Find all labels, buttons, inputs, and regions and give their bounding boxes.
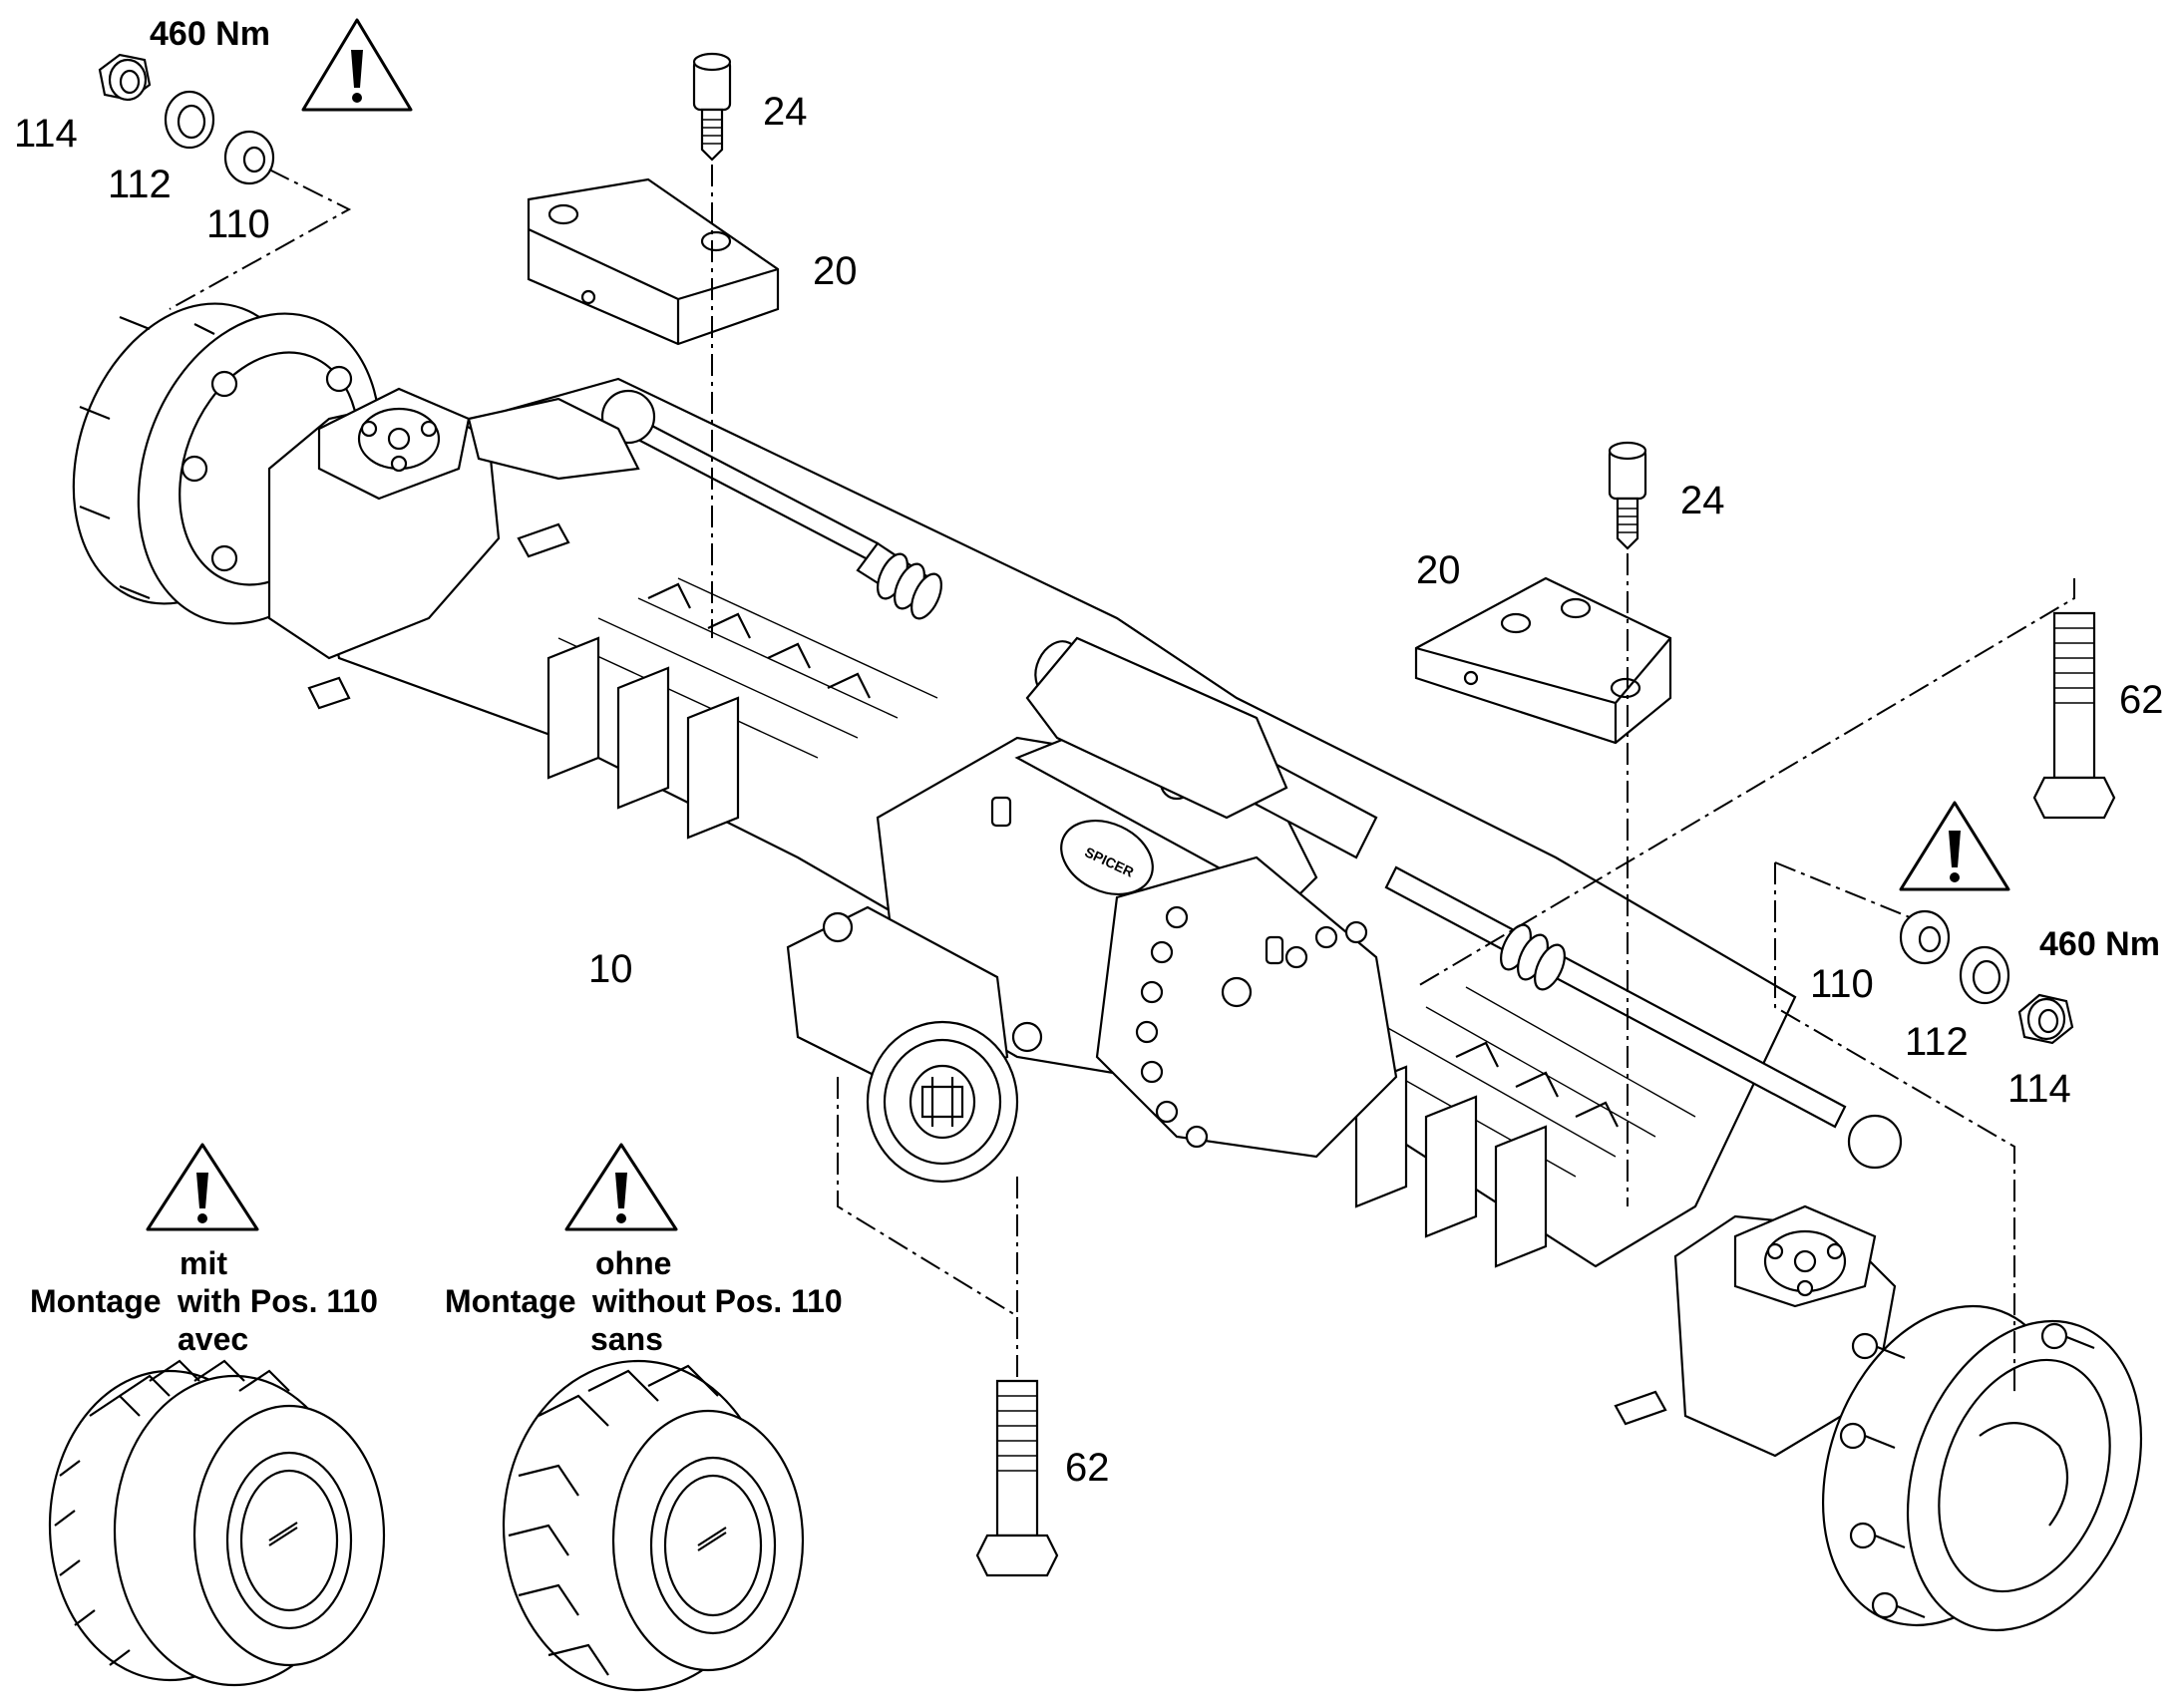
- part-number-10: 10: [588, 947, 633, 991]
- washer-110-left: [223, 130, 275, 185]
- torque-spec: 460 Nm: [2039, 925, 2160, 963]
- warning-triangle-icon: [564, 1143, 678, 1231]
- part-number-114: 114: [2007, 1067, 2071, 1111]
- part-number-110: 110: [1810, 962, 1874, 1006]
- warning-triangle-icon: [146, 1143, 259, 1231]
- screw-24-mid: [1608, 441, 1647, 550]
- note-line-3: sans: [590, 1321, 663, 1357]
- torque-spec: 460 Nm: [150, 15, 270, 53]
- dual-tire-illustration: [48, 1359, 386, 1687]
- bolt-62-bottom: [975, 1379, 1059, 1577]
- part-number-20: 20: [813, 249, 858, 293]
- plate-20-left: [527, 177, 780, 346]
- single-tire-illustration: [502, 1359, 805, 1692]
- part-number-112: 112: [1905, 1020, 1969, 1064]
- part-labels: 10 20 20 24 24 62 62 110 110 112 112 114…: [14, 15, 2164, 1490]
- part-number-24: 24: [1680, 479, 1725, 522]
- spring-washer-112-left: [164, 90, 215, 150]
- nut-114-left: [98, 53, 152, 102]
- mounting-note-without: ohne Montage without Pos. 110 sans: [445, 1245, 843, 1357]
- part-number-62: 62: [1065, 1446, 1110, 1490]
- warning-triangle-icon: [301, 18, 413, 112]
- note-line-2a: Montage: [30, 1283, 162, 1319]
- hub-right: [1614, 1204, 2143, 1632]
- bolt-ring: [1135, 905, 1368, 1149]
- note-line-2a: Montage: [445, 1283, 576, 1319]
- note-line-2b: with Pos. 110: [177, 1283, 378, 1319]
- steering-cylinder: [600, 389, 1903, 1170]
- note-line-1: ohne: [595, 1245, 671, 1281]
- part-number-114: 114: [14, 112, 78, 156]
- part-number-112: 112: [108, 163, 172, 206]
- assembly-lines: [169, 165, 2075, 1396]
- part-number-24: 24: [763, 90, 808, 134]
- washer-110-right: [1899, 909, 1951, 965]
- part-number-62: 62: [2119, 678, 2164, 722]
- nut-114-right: [2017, 993, 2074, 1045]
- spring-washer-112-right: [1959, 945, 2010, 1005]
- note-line-3: avec: [178, 1321, 248, 1357]
- warning-triangle-icon: [1899, 801, 2010, 891]
- brand-logo-plate: [1060, 820, 1154, 895]
- hub-left: [72, 302, 640, 710]
- screw-24-top: [692, 52, 732, 162]
- part-number-20: 20: [1416, 548, 1461, 592]
- plate-20-right: [1414, 576, 1672, 745]
- ball-joint-right: [1847, 1114, 1903, 1170]
- note-line-2b: without Pos. 110: [591, 1283, 843, 1319]
- mounting-note-with: mit Montage with Pos. 110 avec: [30, 1245, 378, 1357]
- bolt-62-right: [2032, 611, 2116, 820]
- bellows-right: [1500, 923, 1566, 991]
- note-line-1: mit: [180, 1245, 227, 1281]
- bellows-left: [877, 552, 942, 620]
- part-number-110: 110: [206, 202, 270, 246]
- differential-housing: SPICER: [786, 716, 1398, 1184]
